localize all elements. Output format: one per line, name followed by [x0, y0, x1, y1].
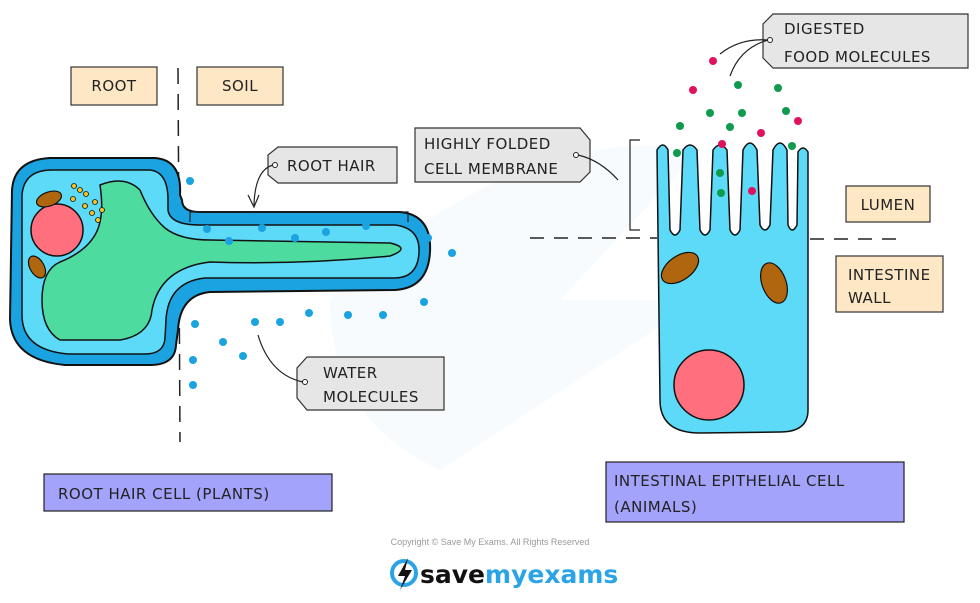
mitochondrion: [760, 262, 788, 304]
svg-text:LUMEN: LUMEN: [861, 196, 916, 214]
watermark: [330, 145, 700, 470]
water-molecules-label: WATER MOLECULES: [257, 334, 445, 411]
soil-label: SOIL: [196, 66, 284, 106]
svg-text:INTESTINAL EPITHELIAL CELL: INTESTINAL EPITHELIAL CELL: [614, 472, 845, 490]
root-hair-bracket: [189, 211, 409, 222]
root-label: ROOT: [70, 66, 158, 106]
membrane-bracket: [629, 139, 640, 231]
svg-text:HIGHLY FOLDED: HIGHLY FOLDED: [424, 135, 551, 153]
mitochondrion: [35, 190, 63, 208]
svg-text:ROOT: ROOT: [91, 77, 137, 95]
svg-text:SOIL: SOIL: [222, 77, 258, 95]
svg-text:savemyexams: savemyexams: [420, 560, 618, 589]
svg-text:ROOT HAIR CELL (PLANTS): ROOT HAIR CELL (PLANTS): [58, 485, 270, 503]
lightning-icon: [390, 559, 418, 587]
root-hair-cell-title: ROOT HAIR CELL (PLANTS): [43, 473, 333, 512]
svg-text:ROOT HAIR: ROOT HAIR: [287, 157, 376, 175]
svg-text:WATER: WATER: [323, 364, 378, 382]
brand-logo: savemyexams: [390, 558, 618, 590]
intestine-wall-label: INTESTINE WALL: [835, 255, 944, 313]
nucleus: [30, 203, 84, 257]
mitochondrion: [27, 255, 47, 279]
root-hair-label: ROOT HAIR: [247, 146, 398, 209]
root-hair-cell: [8, 157, 432, 366]
svg-text:MOLECULES: MOLECULES: [323, 388, 419, 406]
water-molecules: [186, 177, 456, 389]
digested-food-label: DIGESTED FOOD MOLECULES: [719, 13, 969, 77]
mitochondrion: [660, 251, 700, 285]
digested-food-molecules: [673, 57, 802, 197]
svg-text:DIGESTED: DIGESTED: [784, 20, 865, 38]
lumen-label: LUMEN: [845, 185, 931, 223]
svg-text:CELL MEMBRANE: CELL MEMBRANE: [424, 160, 558, 178]
root-hair-arrow: [253, 164, 274, 206]
svg-text:INTESTINE: INTESTINE: [848, 266, 931, 284]
svg-text:WALL: WALL: [848, 289, 891, 307]
svg-text:(ANIMALS): (ANIMALS): [614, 498, 697, 516]
svg-text:FOOD MOLECULES: FOOD MOLECULES: [784, 48, 931, 66]
folded-membrane-label: HIGHLY FOLDED CELL MEMBRANE: [414, 127, 619, 183]
epithelial-cell-title: INTESTINAL EPITHELIAL CELL (ANIMALS): [605, 461, 905, 523]
intestinal-epithelial-cell: [656, 142, 809, 434]
vacuole: [41, 180, 402, 341]
copyright-text: Copyright © Save My Exams. All Rights Re…: [391, 537, 590, 547]
chloroplasts: [70, 183, 105, 223]
nucleus: [673, 349, 745, 421]
